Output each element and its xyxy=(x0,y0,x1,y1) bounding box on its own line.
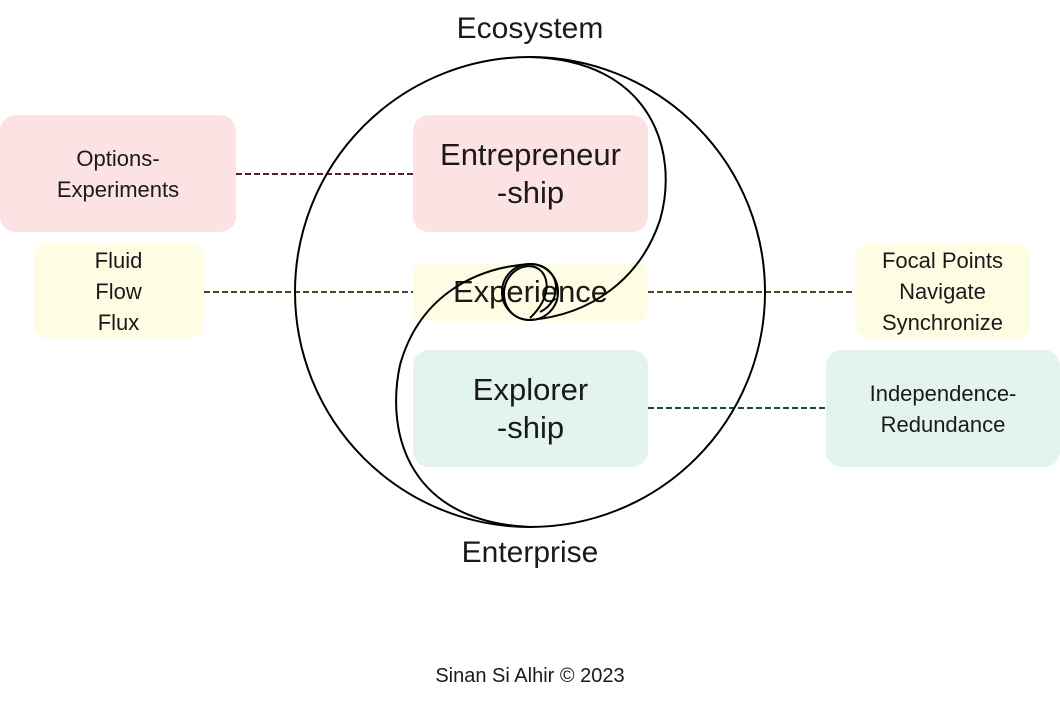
experience-label: Experience xyxy=(452,274,609,309)
explorership-box: Explorer -ship xyxy=(413,350,648,467)
ecosystem-label: Ecosystem xyxy=(456,12,604,45)
focal-points-label: Focal Points Navigate Synchronize xyxy=(881,247,1004,335)
independence-redundance-label: Independence- Redundance xyxy=(869,380,1017,437)
enterprise-label: Enterprise xyxy=(461,536,599,569)
fluid-flow-flux-box: Fluid Flow Flux xyxy=(33,243,204,339)
options-experiments-label: Options- Experiments xyxy=(56,145,180,202)
independence-redundance-box: Independence- Redundance xyxy=(826,350,1060,467)
entrepreneurship-label: Entrepreneur -ship xyxy=(440,136,621,210)
explorership-label: Explorer -ship xyxy=(472,371,589,445)
fluid-flow-flux-label: Fluid Flow Flux xyxy=(94,247,143,335)
focal-points-box: Focal Points Navigate Synchronize xyxy=(855,243,1030,339)
entrepreneurship-box: Entrepreneur -ship xyxy=(413,115,648,232)
experience-box: Experience xyxy=(413,263,648,321)
credit-text: Sinan Si Alhir © 2023 xyxy=(435,665,625,687)
options-experiments-box: Options- Experiments xyxy=(0,115,236,232)
